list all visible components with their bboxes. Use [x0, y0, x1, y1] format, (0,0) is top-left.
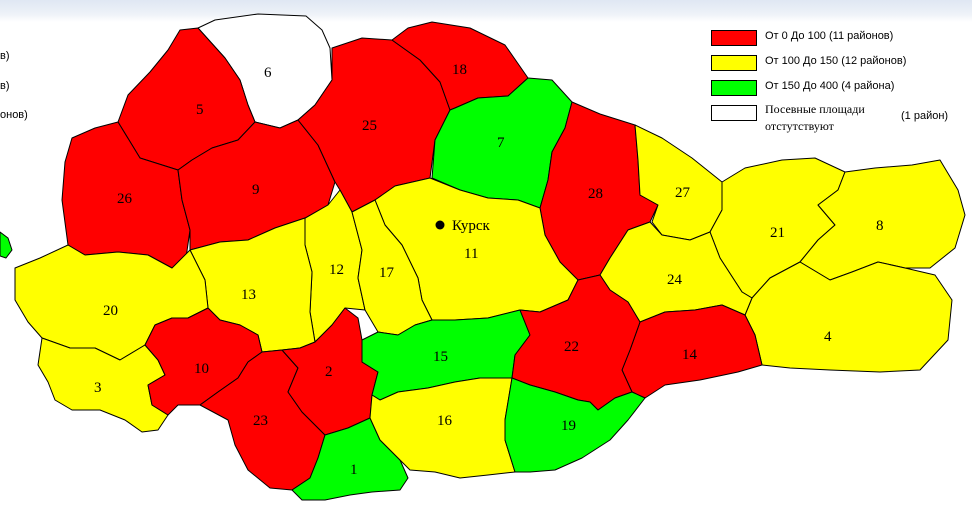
clipped-legend-text-1: в)	[0, 50, 10, 62]
district-label-22: 22	[564, 339, 579, 355]
legend-label-low: От 0 До 100 (11 районов)	[765, 30, 894, 42]
district-label-17: 17	[379, 265, 395, 281]
district-label-26: 26	[117, 191, 133, 207]
clipped-district-fragment	[0, 231, 13, 259]
district-label-10: 10	[194, 361, 209, 377]
clipped-legend-text-3: онов)	[0, 109, 28, 121]
district-label-4: 4	[824, 329, 832, 345]
district-label-21: 21	[770, 225, 785, 241]
district-label-19: 19	[561, 418, 576, 434]
district-label-6: 6	[264, 65, 272, 81]
district-label-18: 18	[452, 62, 467, 78]
district-label-8: 8	[876, 218, 884, 234]
district-label-5: 5	[196, 102, 204, 118]
legend-label-none: Посевные площади отстутствуют	[765, 102, 865, 133]
district-4[interactable]	[744, 261, 953, 373]
clipped-legend-text-2: в)	[0, 80, 10, 92]
district-label-25: 25	[362, 118, 377, 134]
district-label-11: 11	[464, 246, 478, 262]
districts-layer	[14, 13, 966, 501]
district-label-14: 14	[682, 347, 698, 363]
district-label-23: 23	[253, 413, 268, 429]
district-label-20: 20	[103, 303, 118, 319]
legend-swatch-high	[711, 80, 757, 96]
district-label-27: 27	[675, 185, 691, 201]
district-label-13: 13	[241, 287, 256, 303]
district-label-16: 16	[437, 413, 453, 429]
district-label-7: 7	[497, 135, 505, 151]
city-marker-icon	[435, 220, 445, 230]
legend-swatch-mid	[711, 55, 757, 71]
district-label-1: 1	[350, 462, 358, 478]
legend-swatch-low	[711, 30, 757, 46]
city-label: Курск	[452, 218, 491, 234]
district-labels: 1 2 3 4 5 6 7 8 9 10 11 12 13 14 15 16 1…	[94, 62, 884, 478]
district-label-3: 3	[94, 380, 102, 396]
district-label-15: 15	[433, 349, 448, 365]
district-label-9: 9	[252, 182, 260, 198]
district-label-24: 24	[667, 272, 683, 288]
district-label-2: 2	[325, 364, 333, 380]
district-label-12: 12	[329, 262, 344, 278]
legend-label-mid: От 100 До 150 (12 районов)	[765, 55, 907, 67]
legend-count-none: (1 район)	[901, 110, 949, 122]
district-label-28: 28	[588, 186, 603, 202]
legend-label-high: От 150 До 400 (4 района)	[765, 80, 895, 92]
legend-swatch-none	[711, 105, 757, 121]
district-9[interactable]	[177, 119, 336, 251]
district-19[interactable]	[504, 377, 646, 473]
district-16[interactable]	[369, 377, 516, 479]
